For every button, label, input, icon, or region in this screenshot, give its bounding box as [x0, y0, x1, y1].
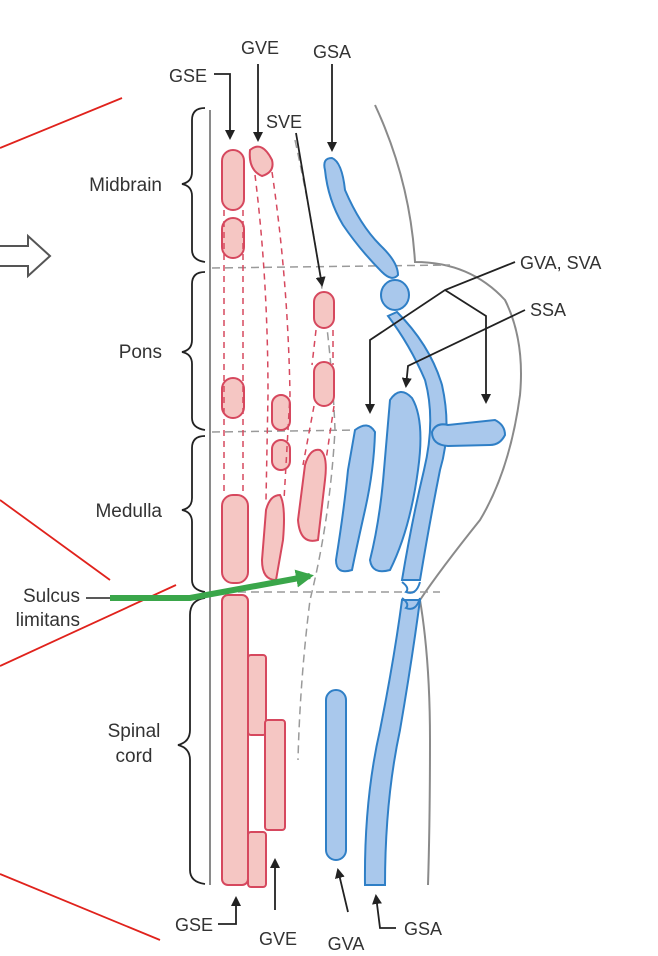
- gse-nucleus-midbrain-2: [221, 217, 245, 259]
- label-top-gsa: GSA: [313, 42, 351, 62]
- divider-midbrain-pons: [211, 264, 451, 269]
- sulcus-dashed-line: [294, 139, 336, 761]
- sve-nucleus-pons-1: [313, 291, 335, 329]
- gsa-horizontal-pons: [430, 418, 507, 448]
- red-line-top: [0, 97, 123, 149]
- region-dividers: [211, 139, 451, 761]
- arrow-gsa-bottom: [372, 894, 396, 929]
- brace-midbrain: [181, 107, 206, 263]
- red-line-medulla: [0, 499, 111, 581]
- label-sulcus: Sulcus: [23, 586, 80, 607]
- gsa-column-spinal: [363, 599, 422, 886]
- label-cord: cord: [116, 746, 153, 767]
- arrow-gva-bottom: [334, 868, 349, 913]
- gsa-nucleus-pons-round: [380, 279, 410, 311]
- label-bottom-gsa: GSA: [404, 919, 442, 939]
- gve-column-spinal-3: [247, 831, 267, 888]
- region-braces: [177, 107, 206, 885]
- ssa-nucleus-medulla: [368, 391, 422, 573]
- label-bottom-gva: GVA: [328, 934, 365, 954]
- gve-nucleus-pons-2: [271, 439, 291, 471]
- gva-column-spinal: [325, 689, 347, 861]
- arrow-sve-top: [295, 132, 326, 287]
- label-midbrain: Midbrain: [89, 175, 162, 196]
- gve-nucleus-midbrain: [248, 145, 274, 178]
- label-gva-sva: GVA, SVA: [520, 253, 601, 273]
- hollow-right-arrow-icon: [0, 233, 52, 279]
- arrow-gse-top: [214, 73, 235, 140]
- green-sulcus-arrow: [110, 569, 314, 601]
- brace-medulla: [181, 435, 206, 593]
- gve-column-spinal-1: [247, 654, 267, 736]
- gve-dashed-left: [254, 174, 269, 501]
- sve-dashed-left: [311, 329, 317, 366]
- label-bottom-gse: GSE: [175, 915, 213, 935]
- gsa-column-midbrain: [323, 156, 400, 279]
- label-medulla: Medulla: [95, 501, 162, 522]
- red-line-bottom: [0, 873, 161, 941]
- label-top-gve: GVE: [241, 38, 279, 58]
- arrow-gva-sva-right: [444, 289, 491, 404]
- brace-pons: [181, 271, 206, 431]
- label-limitans: limitans: [16, 610, 80, 631]
- break-mark-upper: [401, 581, 421, 594]
- brace-spinal-cord: [177, 597, 206, 885]
- sve-dashed-lower-right: [325, 405, 335, 461]
- sensory-columns: [323, 156, 507, 886]
- pointer-arrows: [214, 64, 526, 929]
- gse-nucleus-pons: [221, 377, 245, 419]
- sve-nucleus-pons-2: [313, 361, 335, 407]
- brainstem-outline: [209, 104, 522, 886]
- motor-columns: [221, 145, 335, 888]
- gse-nucleus-medulla: [221, 494, 249, 584]
- arrow-ssa: [401, 309, 526, 388]
- label-bottom-gve: GVE: [259, 929, 297, 949]
- gve-nucleus-medulla: [260, 493, 285, 582]
- gse-column-spinal: [221, 594, 249, 886]
- sve-nucleus-medulla: [296, 448, 327, 542]
- motor-dashed-connectors: [223, 171, 335, 501]
- label-top-sve: SVE: [266, 112, 302, 132]
- gve-nucleus-pons-1: [271, 394, 291, 431]
- break-marks: [401, 581, 421, 610]
- right-outline-curve: [374, 104, 522, 886]
- label-top-gse: GSE: [169, 66, 207, 86]
- gse-nucleus-midbrain-1: [221, 149, 245, 211]
- label-spinal: Spinal: [108, 721, 161, 742]
- arrow-gva-sva: [365, 261, 516, 414]
- gsa-column-pons-medulla: [386, 310, 448, 581]
- label-pons: Pons: [119, 342, 162, 363]
- arrow-gse-bottom: [218, 896, 241, 925]
- break-mark-lower: [401, 597, 421, 610]
- divider-pons-medulla: [211, 429, 361, 433]
- gva-sva-nucleus-medulla: [334, 424, 377, 573]
- label-ssa: SSA: [530, 300, 566, 320]
- gve-column-spinal-2: [264, 719, 286, 831]
